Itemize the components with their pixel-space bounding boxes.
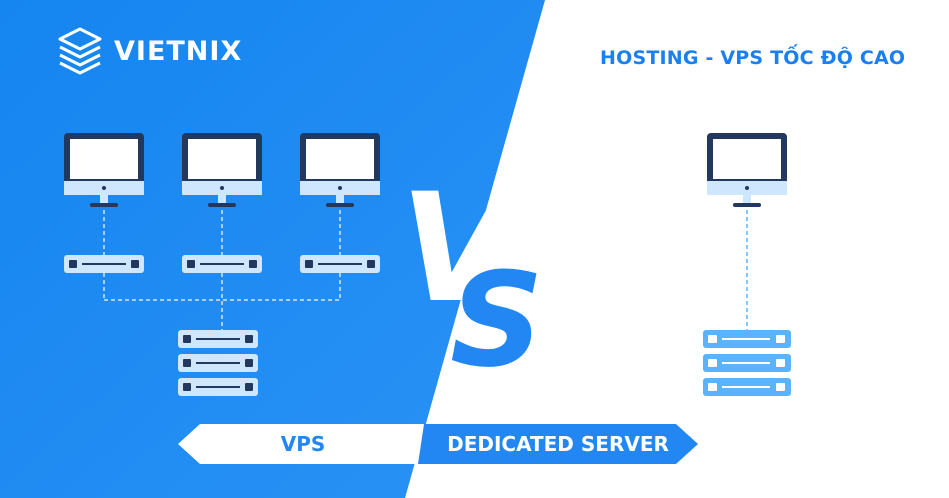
vs-letter-v: V xyxy=(400,162,526,336)
vps-client-monitor-3 xyxy=(300,133,380,207)
brand-logo: VIETNIX xyxy=(56,26,242,76)
dedicated-server-stack xyxy=(703,330,791,396)
vps-client-monitor-2 xyxy=(182,133,262,207)
vs-letters: V S xyxy=(400,162,544,396)
vps-virtual-server-1 xyxy=(64,255,144,273)
comparison-arrows xyxy=(178,424,698,464)
vps-dashed-connections xyxy=(103,210,341,330)
vps-physical-server-stack xyxy=(178,330,258,396)
stacked-layers-logo-icon xyxy=(58,27,102,75)
dedicated-arrow-banner xyxy=(418,424,698,464)
vs-letter-s: S xyxy=(450,244,544,396)
vps-arrow-banner xyxy=(178,424,428,464)
vps-virtual-server-2 xyxy=(182,255,262,273)
tagline: HOSTING - VPS TỐC ĐỘ CAO xyxy=(600,47,906,69)
brand-name: VIETNIX xyxy=(114,35,243,67)
vps-client-monitor-1 xyxy=(64,133,144,207)
dedicated-server-label: DEDICATED SERVER xyxy=(447,432,669,456)
vps-virtual-server-3 xyxy=(300,255,380,273)
dedicated-client-monitor xyxy=(707,133,787,207)
vps-label: VPS xyxy=(280,432,326,456)
